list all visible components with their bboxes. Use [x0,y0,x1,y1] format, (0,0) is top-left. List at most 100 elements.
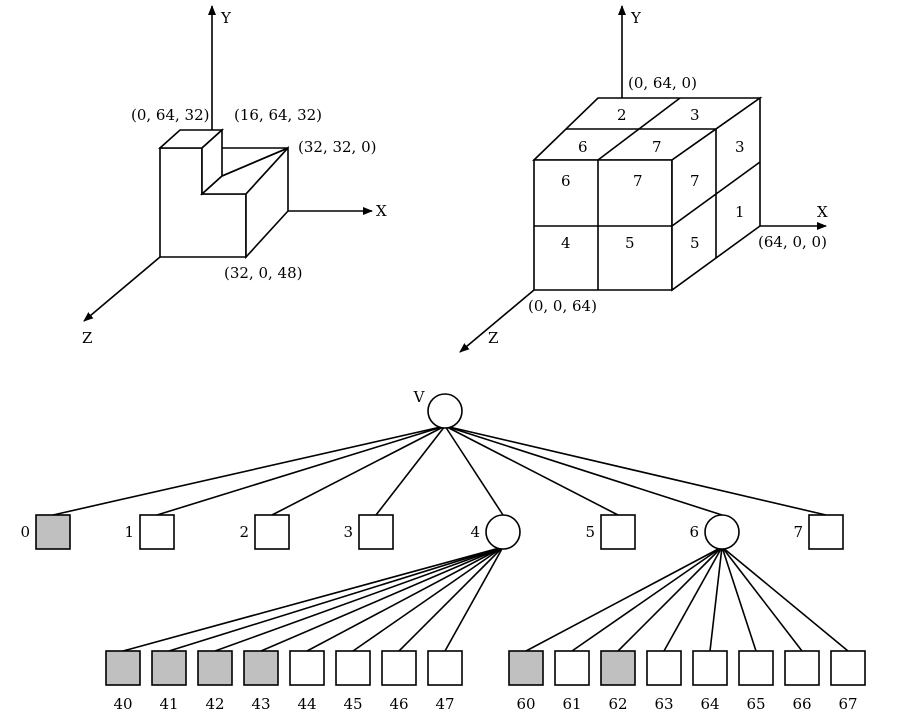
tree-edge [721,546,757,652]
tree-label-66: 66 [792,695,811,713]
tree-node-4 [485,514,521,550]
tree-edge [444,425,619,516]
right-coord-right: (64, 0, 0) [758,233,827,251]
tree-edge [444,425,504,516]
front-upper-right-label: 7 [633,172,643,190]
left-coord-bottom: (32, 0, 48) [224,264,303,282]
tree-label-0: 0 [20,523,30,541]
tree-edges [52,425,849,652]
tree-edge [375,425,446,516]
side-upper-front-label: 7 [690,172,700,190]
tree-edge [444,546,504,652]
top-front-right-label: 7 [652,138,662,156]
tree-label-43: 43 [251,695,270,713]
tree-leaf-42 [197,650,233,686]
top-front-left-label: 6 [578,138,588,156]
tree-label-44: 44 [297,695,316,713]
l-solid-back-edge [221,147,289,177]
tree-label-4: 4 [470,523,480,541]
tree-root-label: V [413,388,426,406]
tree-label-1: 1 [124,523,134,541]
l-solid-right-face [245,145,289,260]
tree-edge [617,546,723,652]
tree-leaf-47 [427,650,463,686]
side-lower-front-label: 5 [690,234,700,252]
tree-label-3: 3 [343,523,353,541]
right-z-axis [459,289,535,353]
left-coord-top-left: (0, 64, 32) [131,106,210,124]
tree-leaf-64 [692,650,728,686]
tree-label-65: 65 [746,695,765,713]
tree-root-node [427,393,463,429]
front-upper-left-label: 6 [561,172,571,190]
tree-edge [260,546,504,652]
tree-leaf-67 [830,650,866,686]
right-cube-figure: 2 3 6 7 6 7 4 5 7 3 5 1 Y X Z (0, 64, 0)… [459,5,828,353]
tree-label-41: 41 [159,695,178,713]
tree-edge [663,546,723,652]
tree-label-5: 5 [585,523,595,541]
tree-leaf-60 [508,650,544,686]
side-lower-back-label: 1 [735,203,745,221]
tree-leaf-41 [151,650,187,686]
tree-leaf-43 [243,650,279,686]
tree-edge [352,546,504,652]
tree-leaf-5 [600,514,636,550]
left-solid-figure: Y X Z (0, 64, 32) (16, 64, 32) (32, 32, … [82,5,387,347]
side-upper-back-label: 3 [735,138,745,156]
tree-edge [306,546,504,652]
left-z-axis [83,256,161,322]
left-axis-z-label: Z [82,329,92,347]
tree-edge [156,425,446,516]
right-axis-x-label: X [817,203,828,221]
tree-label-61: 61 [562,695,581,713]
tree-label-62: 62 [608,695,627,713]
top-back-left-label: 2 [617,106,627,124]
tree-label-7: 7 [793,523,803,541]
tree-leaf-46 [381,650,417,686]
tree-leaf-62 [600,650,636,686]
side-horizontal-divider [671,161,761,227]
tree-label-40: 40 [113,695,132,713]
tree-edge [168,546,504,652]
cube-front-face [533,159,673,291]
tree-leaf-0 [35,514,71,550]
tree-leaf-63 [646,650,682,686]
right-coord-origin-front: (0, 0, 64) [528,297,597,315]
tree-edge [525,546,723,652]
tree-edge [398,546,504,652]
tree-edge [122,546,504,652]
tree-label-45: 45 [343,695,362,713]
front-lower-right-label: 5 [625,234,635,252]
tree-edge [52,425,446,516]
tree-label-60: 60 [516,695,535,713]
left-axis-y-label: Y [220,9,232,27]
tree-leaf-44 [289,650,325,686]
tree-node-6 [704,514,740,550]
tree-edge [444,425,723,516]
right-axis-z-label: Z [488,329,498,347]
front-lower-left-label: 4 [561,234,571,252]
right-axis-y-label: Y [630,9,642,27]
tree-label-47: 47 [435,695,454,713]
tree-label-42: 42 [205,695,224,713]
tree-edge [444,425,827,516]
tree-label-6: 6 [689,523,699,541]
tree-label-67: 67 [838,695,857,713]
tree-leaf-65 [738,650,774,686]
top-depth-divider [597,97,681,161]
tree-leaf-61 [554,650,590,686]
tree-label-64: 64 [700,695,719,713]
tree-leaf-1 [139,514,175,550]
tree-leaf-2 [254,514,290,550]
tree-leaf-66 [784,650,820,686]
tree-leaf-45 [335,650,371,686]
top-back-right-label: 3 [690,106,700,124]
tree-label-2: 2 [239,523,249,541]
tree-leaf-40 [105,650,141,686]
tree-label-46: 46 [389,695,408,713]
tree-edge [721,546,849,652]
